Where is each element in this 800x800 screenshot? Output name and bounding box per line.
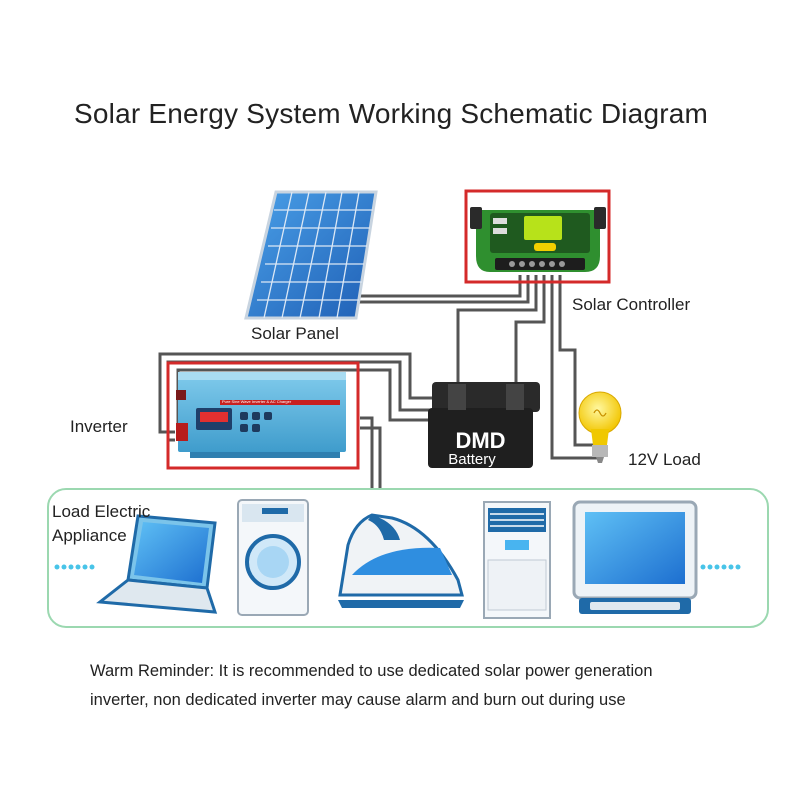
- continuation-dots-right: [700, 564, 741, 570]
- solar-controller-icon: [464, 189, 611, 284]
- iron-icon: [338, 513, 464, 608]
- inverter-icon: [166, 361, 360, 470]
- warm-reminder: Warm Reminder: It is recommended to use …: [90, 657, 750, 715]
- load-appliance-label: Load Electric Appliance: [52, 500, 182, 548]
- washing-machine-icon: [237, 499, 309, 616]
- battery-brand-label: DMD: [455, 428, 506, 453]
- appliance-panel: [47, 488, 769, 628]
- page-title: Solar Energy System Working Schematic Di…: [74, 98, 709, 129]
- inverter-label: Inverter: [70, 417, 128, 436]
- load-appliance-label-line1: Load Electric: [52, 502, 151, 521]
- light-bulb-icon: [578, 391, 622, 463]
- solar-panel-label: Solar Panel: [251, 324, 339, 343]
- air-conditioner-icon: [483, 501, 551, 619]
- laptop-icon: [96, 514, 218, 614]
- load-12v-label: 12V Load: [628, 450, 701, 469]
- battery-icon: [428, 382, 540, 468]
- warm-reminder-line1: Warm Reminder: It is recommended to use …: [90, 662, 653, 680]
- solar-panel-icon: [244, 190, 378, 320]
- warm-reminder-line2: inverter, non dedicated inverter may cau…: [90, 691, 626, 709]
- continuation-dots-left: [54, 564, 95, 570]
- tv-icon: [572, 500, 698, 614]
- solar-controller-label: Solar Controller: [572, 295, 691, 314]
- load-appliance-label-line2: Appliance: [52, 526, 127, 545]
- battery-label: Battery: [448, 451, 496, 468]
- inverter-face-text: Pure Sine Wave Inverter & AC Charger: [222, 399, 292, 404]
